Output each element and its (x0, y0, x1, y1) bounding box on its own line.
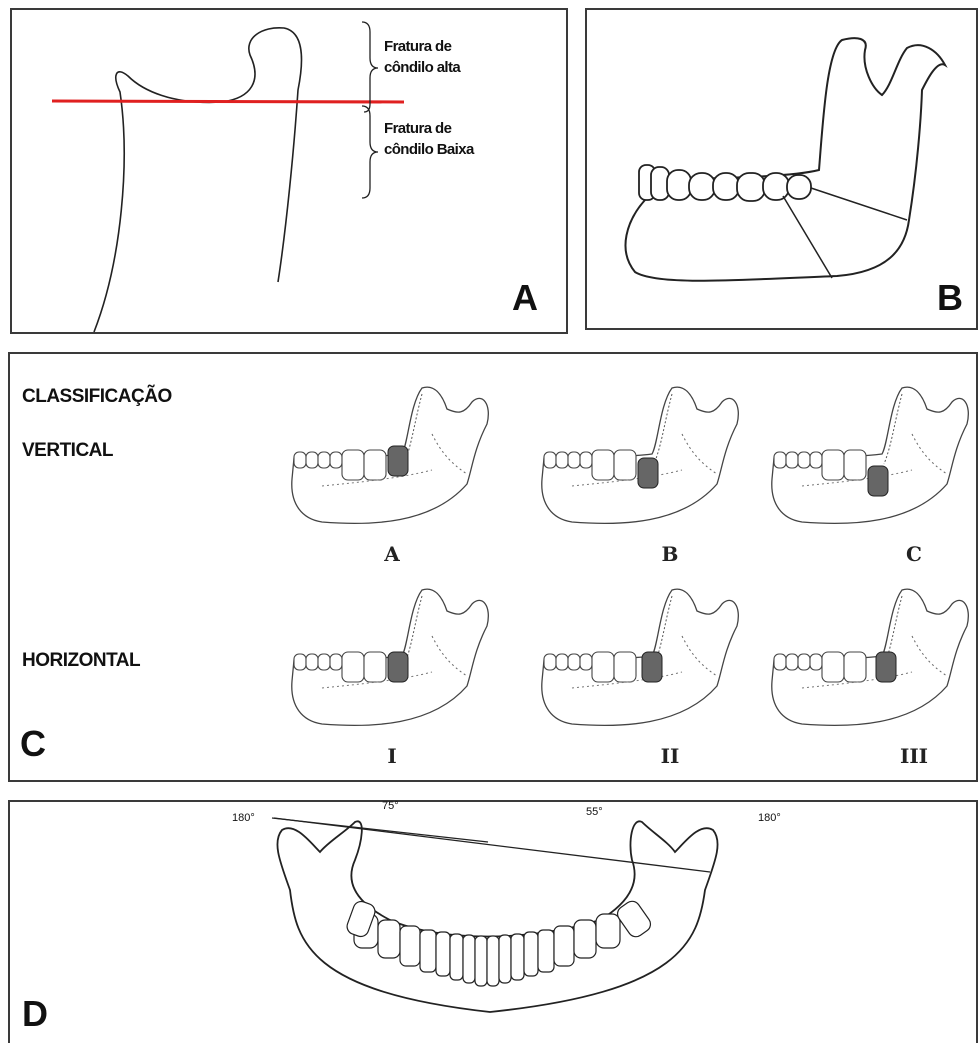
vertical-class-c-diagram (762, 374, 979, 524)
angle-right-inner-label: 55° (586, 806, 603, 818)
angle-lines-overlay (10, 802, 979, 1045)
panel-c-third-molar-classification: CLASSIFICAÇÃO VERTICAL HORIZONTAL (8, 352, 978, 782)
impacted-molar-icon (638, 458, 658, 488)
mandible-side-drawing (587, 10, 979, 332)
impacted-molar-icon (642, 652, 662, 682)
vertical-class-b-diagram (532, 374, 752, 524)
horizontal-class-i-diagram (282, 576, 502, 726)
horizontal-label-i: I (387, 744, 396, 768)
horizontal-class-ii-diagram (532, 576, 752, 726)
angle-region-line (811, 188, 907, 220)
panel-c-letter: C (20, 726, 46, 762)
vertical-heading: VERTICAL (22, 440, 113, 462)
low-fracture-label-line1: Fratura de (384, 118, 474, 139)
condyle-outline-drawing (12, 10, 570, 336)
mandible-body-outline (626, 38, 945, 281)
impacted-molar-icon (876, 652, 896, 682)
horizontal-label-iii: III (900, 744, 928, 768)
vertical-label-c: C (906, 542, 922, 566)
horizontal-label-ii: II (661, 744, 680, 768)
impacted-molar-icon (388, 446, 408, 476)
condyle-outline (94, 28, 301, 332)
panel-a-letter: A (512, 280, 538, 316)
high-fracture-label: Fratura de côndilo alta (384, 36, 460, 78)
panel-d-letter: D (22, 996, 48, 1032)
classification-heading: CLASSIFICAÇÃO (22, 386, 172, 408)
low-fracture-label: Fratura de côndilo Baixa (384, 118, 474, 160)
vertical-label-a: A (384, 542, 400, 566)
teeth-row (639, 165, 811, 201)
impacted-molar-icon (868, 466, 888, 496)
low-fracture-brace (362, 106, 378, 198)
low-fracture-label-line2: côndilo Baixa (384, 139, 474, 160)
high-fracture-label-line1: Fratura de (384, 36, 460, 57)
panel-d-angulation: 180° 75° 55° 180° D (8, 800, 978, 1043)
panel-b-mandible-regions: B (585, 8, 978, 330)
panel-a-condyle-fracture: Fratura de côndilo alta Fratura de côndi… (10, 8, 568, 334)
vertical-class-a-diagram (282, 374, 502, 524)
horizontal-heading: HORIZONTAL (22, 650, 140, 672)
vertical-label-b: B (662, 542, 679, 566)
body-region-line (783, 196, 832, 278)
horizontal-class-iii-diagram (762, 576, 979, 726)
impacted-molar-icon (388, 652, 408, 682)
panel-b-letter: B (937, 280, 963, 316)
fracture-divider-line (52, 101, 404, 102)
angle-left-inner-label: 75° (382, 800, 399, 812)
angle-right-outer-label: 180° (758, 812, 781, 824)
high-fracture-label-line2: côndilo alta (384, 57, 460, 78)
angle-left-outer-label: 180° (232, 812, 255, 824)
high-fracture-brace (362, 22, 378, 112)
